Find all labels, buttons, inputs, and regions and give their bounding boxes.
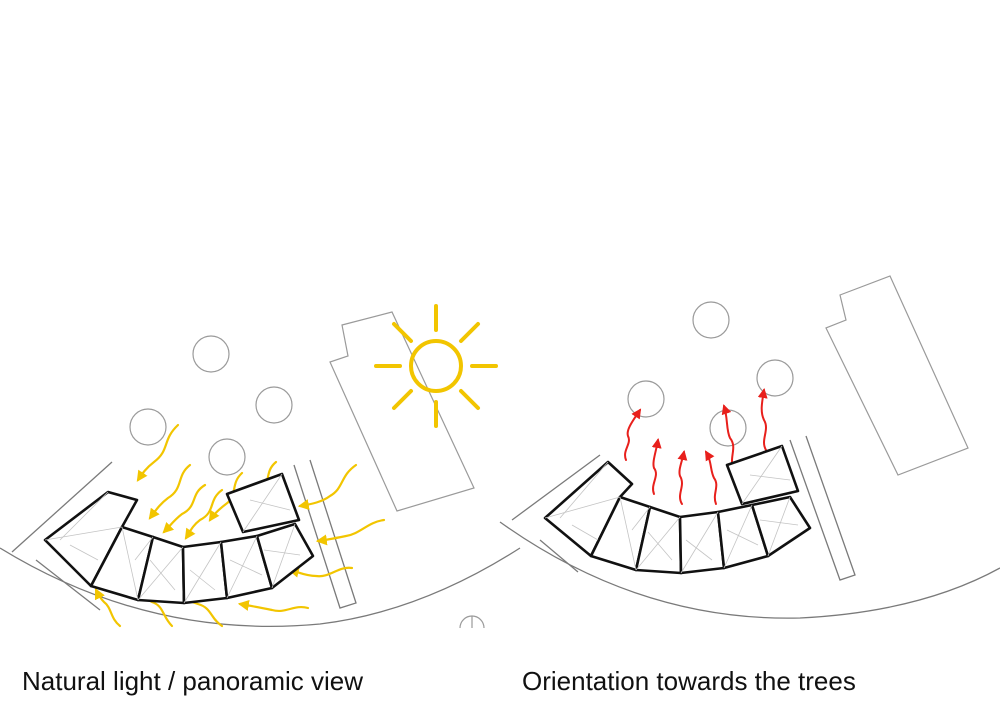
light-arrow-icon bbox=[184, 488, 224, 540]
tree-icon bbox=[192, 335, 230, 373]
light-arrow-icon bbox=[287, 566, 354, 578]
view-arrow-icon bbox=[757, 388, 768, 451]
sun-icon bbox=[374, 304, 498, 428]
fence-line-left bbox=[293, 459, 357, 609]
building-units-right bbox=[543, 444, 812, 575]
tree-icon bbox=[208, 438, 246, 476]
road-edge-right bbox=[511, 454, 601, 521]
left-panel bbox=[0, 304, 521, 629]
caption-natural-light: Natural light / panoramic view bbox=[22, 666, 364, 696]
north-arrow-icon bbox=[459, 615, 485, 629]
roof-facets bbox=[544, 445, 799, 574]
tree-icon bbox=[255, 386, 293, 424]
caption-orientation-trees: Orientation towards the trees bbox=[522, 666, 856, 696]
building-unit bbox=[725, 444, 800, 506]
right-panel bbox=[499, 275, 1000, 619]
site-boundary-right bbox=[499, 521, 1000, 619]
fence-line-right bbox=[789, 435, 856, 581]
view-arrow-icon bbox=[704, 450, 718, 505]
view-arrow-icon bbox=[721, 404, 735, 471]
tree-icon bbox=[692, 301, 730, 339]
building-units-left bbox=[43, 472, 315, 605]
light-arrow-icon bbox=[315, 518, 386, 546]
light-arrow-icon bbox=[297, 463, 358, 510]
light-arrow-icon bbox=[237, 600, 310, 612]
tree-icon bbox=[129, 408, 167, 446]
path-edge-right bbox=[539, 539, 579, 573]
tree-icon bbox=[627, 380, 665, 418]
light-arrow-icon bbox=[94, 588, 122, 628]
path-edge-left bbox=[35, 559, 101, 611]
light-arrow-icon bbox=[208, 471, 244, 522]
neighbour-building-left bbox=[329, 311, 475, 512]
view-arrow-icon bbox=[624, 408, 642, 461]
view-arrows bbox=[624, 388, 768, 505]
light-arrow-icon bbox=[148, 463, 192, 520]
site-boundary-left bbox=[0, 547, 521, 628]
light-arrow-icon bbox=[162, 483, 207, 534]
roof-facets bbox=[44, 473, 301, 604]
light-arrow-icon bbox=[136, 423, 180, 482]
neighbour-building-right bbox=[825, 275, 969, 476]
view-arrow-icon bbox=[677, 450, 688, 505]
building-unit bbox=[43, 490, 139, 588]
building-unit bbox=[543, 460, 634, 558]
view-arrow-icon bbox=[651, 438, 662, 495]
tree-icon bbox=[756, 359, 794, 397]
road-edge-left bbox=[11, 461, 113, 553]
